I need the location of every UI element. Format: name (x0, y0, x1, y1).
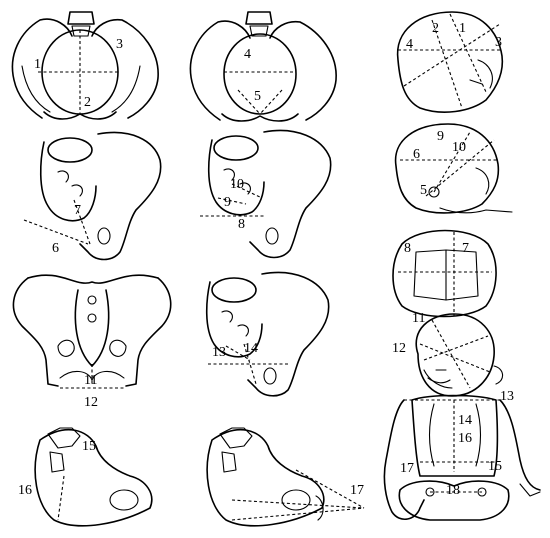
label-infant-12: 12 (392, 341, 406, 356)
label-skull-a-3: 3 (495, 35, 502, 50)
label-pelvis-lat-a-6: 6 (52, 241, 59, 256)
label-pelvis-a-1: 1 (34, 57, 41, 72)
label-pelvis-post-11: 11 (84, 373, 98, 388)
label-fetal-skull-8: 8 (404, 241, 411, 256)
label-skull-a-2: 2 (432, 21, 439, 36)
skull-lateral-view-b (394, 123, 513, 214)
label-pelvis-b-4: 4 (244, 47, 251, 62)
label-skull-a-4: 4 (406, 37, 413, 52)
label-infant-17: 17 (400, 461, 414, 476)
label-pelvis-lat-b-8: 8 (238, 217, 245, 232)
label-skull-b-9: 9 (437, 129, 444, 144)
label-pelvis-lat-a-7: 7 (74, 203, 81, 218)
label-infant-11: 11 (412, 311, 426, 326)
label-pelvis-obl-a-16: 16 (18, 483, 32, 498)
infant-body-diagram (383, 313, 541, 521)
label-pelvis-lat-c-13: 13 (212, 345, 226, 360)
fetal-skull-top-view (392, 229, 497, 318)
label-pelvis-post-12: 12 (84, 395, 98, 410)
label-infant-15: 15 (488, 459, 502, 474)
pelvis-lateral-view-a (23, 131, 162, 261)
label-skull-b-6: 6 (413, 147, 420, 162)
label-pelvis-lat-c-14: 14 (244, 341, 258, 356)
label-pelvis-a-3: 3 (116, 37, 123, 52)
label-pelvis-obl-a-15: 15 (82, 439, 96, 454)
pelvis-lateral-view-c (205, 271, 330, 397)
label-pelvis-a-2: 2 (84, 95, 91, 110)
pelvis-posterior-view (12, 274, 172, 389)
label-pelvis-lat-b-9: 9 (224, 195, 231, 210)
pelvis-oblique-view-a (34, 427, 153, 527)
label-infant-13: 13 (500, 389, 514, 404)
skull-lateral-view-a (396, 11, 504, 113)
pelvis-front-view-a (11, 11, 159, 120)
pelvis-front-view-b (189, 11, 337, 122)
label-skull-a-1: 1 (459, 21, 466, 36)
pelvis-oblique-view-b (206, 427, 365, 527)
label-infant-16: 16 (458, 431, 472, 446)
label-pelvis-b-5: 5 (254, 89, 261, 104)
label-pelvis-lat-b-10: 10 (230, 177, 244, 192)
label-pelvis-obl-b-17: 17 (350, 483, 364, 498)
label-skull-b-5: 5 (420, 183, 427, 198)
pelvis-lateral-view-b (200, 129, 332, 259)
label-fetal-skull-7: 7 (462, 241, 469, 256)
label-skull-b-10: 10 (452, 140, 466, 155)
label-infant-18: 18 (446, 483, 460, 498)
label-infant-14: 14 (458, 413, 472, 428)
